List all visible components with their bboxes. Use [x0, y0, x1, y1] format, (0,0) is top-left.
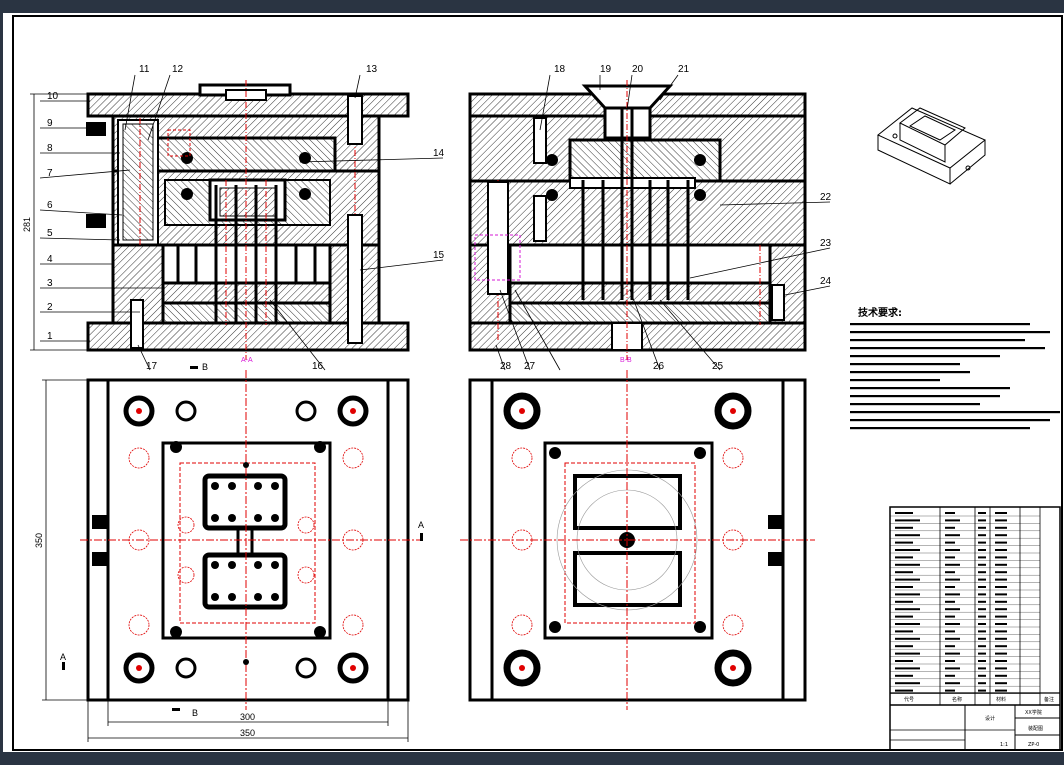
tech-req-lines: [850, 323, 1060, 430]
dim-inner-width: 300: [240, 712, 255, 722]
callout-6: 6: [47, 200, 53, 211]
callout-18: 18: [554, 64, 566, 75]
callout-17: 17: [146, 361, 158, 372]
callout-7: 7: [47, 168, 53, 179]
section-arrow-a-right: A: [418, 520, 424, 530]
section-label-aa: A-A: [241, 357, 253, 364]
dimension-lines: [30, 93, 409, 742]
callout-8: 8: [47, 143, 53, 154]
parts-col-name: 名称: [952, 696, 962, 703]
callout-19: 19: [600, 64, 612, 75]
section-view-a: [86, 80, 410, 360]
callout-numbers: 10 9 8 7 6 5 4 3 2 1 11 12 13 18 19 20 2…: [47, 64, 832, 372]
part-isometric-view: [877, 107, 986, 185]
callout-24: 24: [820, 276, 832, 287]
callout-4: 4: [47, 254, 53, 265]
callout-15: 15: [433, 250, 445, 261]
callout-13: 13: [366, 64, 378, 75]
callout-26: 26: [653, 361, 665, 372]
callout-23: 23: [820, 238, 832, 249]
section-view-b: [468, 80, 807, 360]
dim-height: 281: [22, 217, 32, 232]
callout-9: 9: [47, 118, 53, 129]
callout-11: 11: [139, 64, 150, 75]
section-arrow-a-bottom: A: [60, 652, 66, 662]
title-block-company: XX学院: [1025, 709, 1042, 716]
parts-col-code: 代号: [904, 696, 914, 703]
callout-20: 20: [632, 64, 644, 75]
callout-14: 14: [433, 148, 445, 159]
callout-1: 1: [47, 331, 53, 342]
callout-2: 2: [47, 302, 53, 313]
callout-12: 12: [172, 64, 184, 75]
plan-view-moving-half: [80, 370, 420, 710]
parts-list-rows: [890, 512, 1040, 694]
tech-req-title: 技术要求:: [858, 306, 902, 319]
callout-3: 3: [47, 278, 53, 289]
callout-28: 28: [500, 361, 512, 372]
window-top-bar: [0, 0, 1064, 13]
title-block-org: 设计: [985, 715, 995, 722]
parts-list: [889, 506, 1061, 751]
section-arrow-b-bottom: B: [192, 708, 198, 718]
parts-col-material: 材料: [996, 696, 1006, 703]
callout-21: 21: [678, 64, 690, 75]
callout-leaders: [39, 74, 831, 371]
title-block-drawing-name: 装配图: [1028, 725, 1043, 732]
title-block-sheet-no: ZP-0: [1028, 742, 1039, 748]
section-arrow-b-top: B: [202, 362, 208, 372]
parts-col-note: 备注: [1044, 696, 1054, 703]
section-label-bb: B-B: [620, 357, 632, 364]
callout-5: 5: [47, 228, 53, 239]
title-block-scale: 1:1: [1000, 742, 1008, 748]
drawing-border: [12, 15, 1063, 751]
plan-view-fixed-half: [460, 370, 815, 710]
callout-16: 16: [312, 361, 324, 372]
callout-25: 25: [712, 361, 724, 372]
section-arrows: [62, 366, 423, 711]
callout-22: 22: [820, 192, 832, 203]
callout-10: 10: [47, 91, 59, 102]
dim-plate-height: 350: [34, 533, 44, 548]
callout-27: 27: [524, 361, 536, 372]
dim-outer-width: 350: [240, 728, 255, 738]
window-bottom-bar: [0, 752, 1064, 765]
